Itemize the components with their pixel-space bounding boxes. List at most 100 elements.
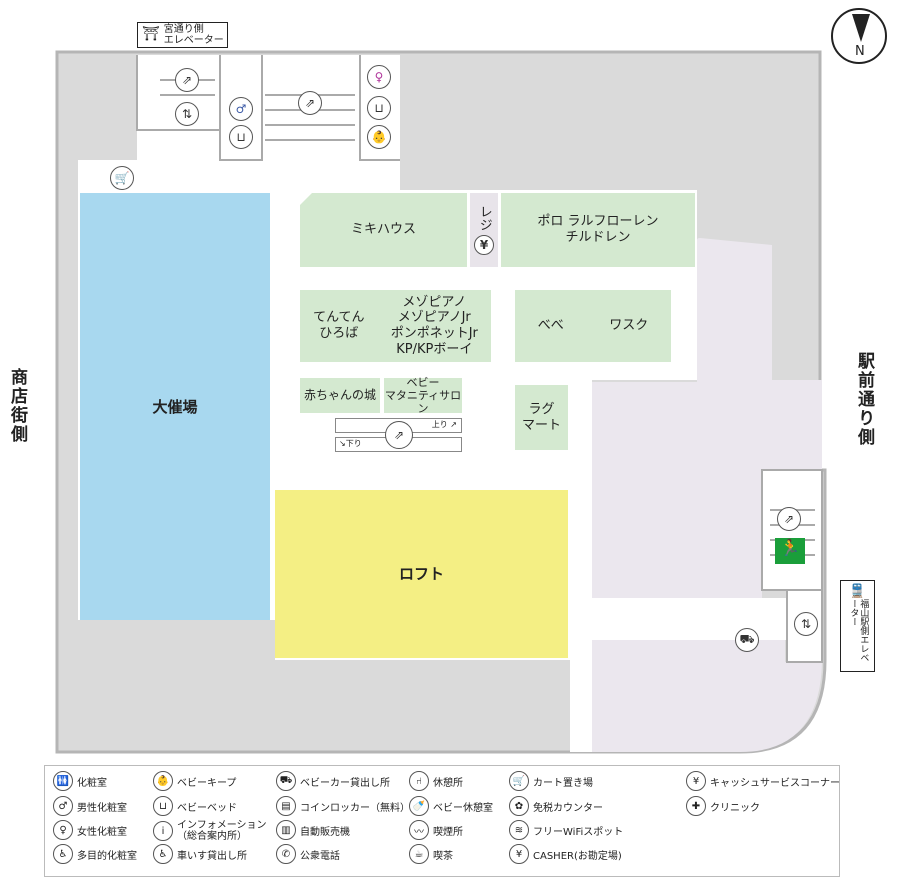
escalator[interactable]: 上り ↗ ↘下り ⇗ bbox=[335, 418, 462, 452]
stairs-icon: ⇗ bbox=[298, 91, 322, 115]
legend-item: ▥自動販売機 bbox=[276, 820, 350, 840]
legend-label: クリニック bbox=[710, 802, 760, 814]
tax-free-icon: ✿ bbox=[509, 796, 529, 816]
polo-store[interactable]: ポロ ラルフローレンチルドレン bbox=[501, 193, 695, 267]
baby-rest-room-icon: 🍼 bbox=[409, 796, 429, 816]
legend-label: 女性化粧室 bbox=[77, 826, 127, 838]
public-phone-icon: ✆ bbox=[276, 844, 296, 864]
polo-label-2: チルドレン bbox=[565, 230, 631, 245]
clinic-icon: ✚ bbox=[686, 796, 706, 816]
legend-label: ベビーカー貸出し所 bbox=[300, 777, 390, 789]
legend-label: CASHER(お勘定場) bbox=[533, 850, 622, 862]
legend-item: ♂ 男性化粧室 bbox=[53, 796, 127, 816]
legend-label: 化粧室 bbox=[77, 777, 107, 789]
compass-arrow-icon bbox=[852, 14, 870, 42]
train-icon: 🚆 bbox=[849, 584, 866, 599]
cafe-icon: ☕ bbox=[409, 844, 429, 864]
loft-label: ロフト bbox=[398, 565, 444, 583]
legend-label: カート置き場 bbox=[533, 777, 593, 789]
legend-label: ベビー休憩室 bbox=[433, 802, 493, 814]
stairs-icon: ⇗ bbox=[175, 68, 199, 92]
legend-label: インフォメーション bbox=[177, 820, 267, 831]
legend-item: ♀ 女性化粧室 bbox=[53, 820, 127, 840]
legend-label: 男性化粧室 bbox=[77, 802, 127, 814]
rest-area-icon: ⑁ bbox=[409, 771, 429, 791]
wifi-icon: ≋ bbox=[509, 820, 529, 840]
maternity-label-1: ベビー bbox=[406, 375, 440, 389]
legend-item: ✿免税カウンター bbox=[509, 796, 603, 816]
legend-label: 多目的化粧室 bbox=[77, 850, 137, 862]
main-hall-label: 大催場 bbox=[152, 397, 198, 416]
main-hall[interactable]: 大催場 bbox=[80, 193, 270, 620]
bebe-wask-store[interactable]: べべワスク bbox=[515, 290, 671, 362]
bebe-label: べべ bbox=[537, 318, 564, 334]
legend-item: ≋ フリーWiFiスポット bbox=[509, 820, 623, 840]
stroller-rental-icon: ⛟ bbox=[276, 771, 296, 791]
coin-locker-icon: ▤ bbox=[276, 796, 296, 816]
emergency-exit-icon: 🏃 bbox=[775, 538, 805, 564]
legend-item: i インフォメーション（総合案内所） bbox=[153, 820, 267, 842]
yen-icon: ¥ bbox=[474, 235, 494, 255]
loft-store[interactable]: ロフト bbox=[275, 490, 568, 658]
escalator-icon: ⇗ bbox=[385, 421, 413, 449]
legend-item: 👶 ベビーキープ bbox=[153, 771, 236, 791]
right-elevator-sign: 🚆 福山駅側エレベーター bbox=[840, 580, 875, 672]
baby-bed-icon: ⊔ bbox=[367, 96, 391, 120]
legend-item: 🛒カート置き場 bbox=[509, 771, 593, 791]
ragmart-label-2: マート bbox=[521, 417, 561, 433]
legend-item: ✚ クリニック bbox=[686, 796, 760, 816]
womens-restroom-icon: ♀ bbox=[53, 820, 73, 840]
elevator-icon[interactable]: ⇅ bbox=[175, 102, 199, 126]
yen-icon: ¥ bbox=[509, 844, 529, 864]
baby-keep-icon: 👶 bbox=[153, 771, 173, 791]
elevator-icon[interactable]: ⇅ bbox=[794, 612, 818, 636]
mikihouse-label: ミキハウス bbox=[350, 222, 416, 238]
vending-machine-icon: ▥ bbox=[276, 820, 296, 840]
legend-item: ⊔ ベビーベッド bbox=[153, 796, 237, 816]
mens-restroom-icon: ♂ bbox=[53, 796, 73, 816]
stroller-rental-icon: ⛟ bbox=[735, 628, 759, 652]
information-icon: i bbox=[153, 821, 173, 841]
baby-bed-icon: ⊔ bbox=[229, 125, 253, 149]
restroom-icon: 🚻 bbox=[53, 771, 73, 791]
legend-item: ⑁休憩所 bbox=[409, 771, 463, 791]
legend-item: ⛟ ベビーカー貸出し所 bbox=[276, 771, 390, 791]
polo-label-1: ポロ ラルフローレン bbox=[537, 214, 659, 230]
legend-label: コインロッカー（無料） bbox=[300, 802, 410, 814]
maternity-store[interactable]: ベビーマタニティサロン bbox=[384, 375, 462, 415]
accessible-restroom-icon: ♿ bbox=[53, 844, 73, 864]
legend-item: ♿ 多目的化粧室 bbox=[53, 844, 137, 864]
legend-label-sub: （総合案内所） bbox=[177, 831, 247, 842]
womens-restroom-icon[interactable]: ♀ bbox=[367, 65, 391, 89]
legend-item: ▤ コインロッカー（無料） bbox=[276, 796, 410, 816]
cash-service-icon: ¥ bbox=[686, 771, 706, 791]
legend-label: フリーWiFiスポット bbox=[533, 826, 624, 838]
register[interactable]: レジ¥ bbox=[470, 193, 498, 267]
ragmart-label-1: ラグ bbox=[528, 401, 555, 417]
legend-label: キャッシュサービスコーナー bbox=[710, 777, 840, 789]
stairs-icon: ⇗ bbox=[777, 507, 801, 531]
legend-item: ✆ 公衆電話 bbox=[276, 844, 340, 864]
legend-item: ¥ CASHER(お勘定場) bbox=[509, 844, 622, 864]
wheelchair-rental-icon: ♿ bbox=[153, 844, 173, 864]
compass-label: N bbox=[855, 44, 865, 59]
legend-label: 車いす貸出し所 bbox=[177, 850, 247, 862]
baby-bed-icon: ⊔ bbox=[153, 796, 173, 816]
akachan-label: 赤ちゃんの城 bbox=[303, 388, 376, 403]
tenten-label: てんてんひろば bbox=[313, 310, 365, 341]
mikihouse-store[interactable]: ミキハウス bbox=[300, 193, 467, 267]
akachan-store[interactable]: 赤ちゃんの城 bbox=[300, 378, 380, 413]
cart-icon: 🛒 bbox=[110, 166, 134, 190]
shopping-street-side-label: 商店街側 bbox=[7, 368, 27, 444]
legend-label: ベビーキープ bbox=[177, 777, 237, 789]
legend-item: ♿ 車いす貸出し所 bbox=[153, 844, 247, 864]
legend-label: ベビーベッド bbox=[177, 802, 237, 814]
ragmart-store[interactable]: ラグマート bbox=[515, 385, 568, 450]
legend-item: ☕喫茶 bbox=[409, 844, 453, 864]
torii-icon: ⛩ bbox=[142, 26, 160, 43]
top-elevator-sign: ⛩ 宮通り側エレベーター bbox=[137, 22, 228, 48]
legend-label: 公衆電話 bbox=[300, 850, 340, 862]
mens-restroom-icon[interactable]: ♂ bbox=[229, 97, 253, 121]
